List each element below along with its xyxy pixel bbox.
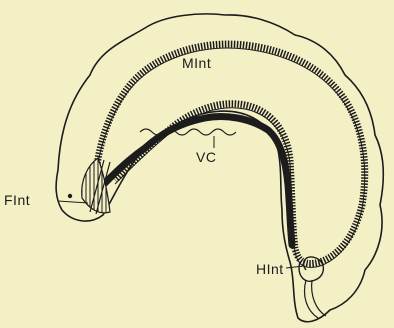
vitelline-vessel-wave — [140, 129, 236, 135]
foregut-dot — [68, 194, 72, 198]
label-vessel: VC — [196, 150, 216, 164]
fore-leader-line — [58, 201, 88, 203]
label-fore: FInt — [4, 193, 30, 207]
foregut-outline — [82, 158, 110, 213]
hindgut-loop — [299, 257, 323, 281]
vitelline-vessel — [98, 117, 292, 246]
label-hind: HInt — [256, 262, 284, 276]
hind-leader-line — [286, 266, 304, 268]
hindgut-tail — [305, 280, 327, 318]
label-mid: MInt — [182, 56, 211, 70]
outer-body-outline — [56, 14, 383, 322]
